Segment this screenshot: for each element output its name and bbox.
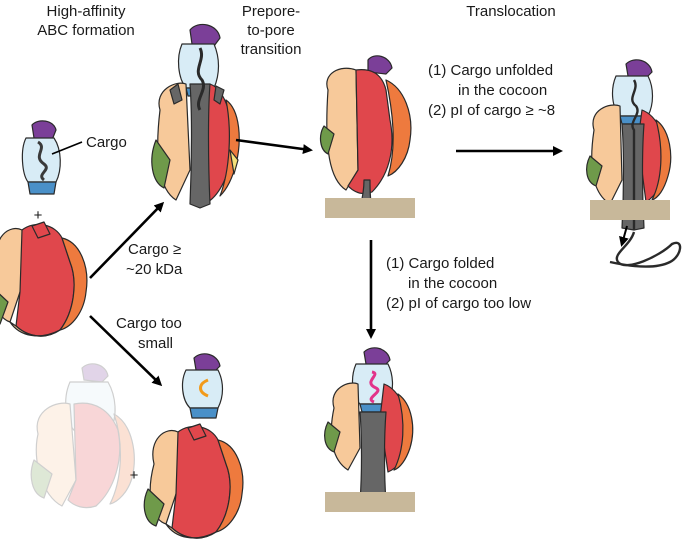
membrane-bottom (325, 492, 415, 512)
arrow-to-pore-state (235, 138, 313, 155)
heading-prepore-line3: transition (241, 41, 302, 58)
cargo-large-line2: ~20 kDa (126, 261, 183, 278)
arrow-to-no-complex (89, 315, 163, 387)
heading-abc-line2: ABC formation (37, 22, 135, 39)
cargo-small-line1: Cargo too (116, 315, 182, 332)
arrow-to-abc-complex (89, 201, 165, 279)
heading-abc-line1: High-affinity (47, 3, 126, 20)
unfolded-cond-line3: (2) pI of cargo ≥ ~8 (428, 102, 555, 119)
unfolded-cargo-chain (609, 231, 682, 268)
folded-cond-line3: (2) pI of cargo too low (386, 295, 531, 312)
tcbtcc-small-cargo (181, 353, 224, 419)
abc-stalled-complex (324, 347, 414, 505)
heading-prepore-line2: to-pore (247, 22, 295, 39)
abc-holotoxin-prepore (151, 23, 240, 209)
folded-cond-line1: (1) Cargo folded (386, 255, 494, 272)
faded-ghost-complex (30, 363, 135, 509)
heading-prepore-line1: Prepore- (242, 3, 300, 20)
cargo-label: Cargo (86, 134, 127, 151)
folded-cond-line2: in the cocoon (408, 275, 497, 292)
cargo-exit-arrow (619, 225, 629, 247)
abc-pore-state-center (319, 55, 412, 209)
cargo-large-line1: Cargo ≥ (128, 241, 181, 258)
membrane-center (325, 198, 415, 218)
tcbtcc-cocoon-with-cargo (21, 120, 61, 195)
unfolded-cond-line2: in the cocoon (458, 82, 547, 99)
heading-translocation: Translocation (466, 3, 556, 20)
plus-sign-top: + (34, 207, 43, 224)
cargo-pointer-line (51, 141, 83, 155)
membrane-right (590, 200, 670, 220)
unfolded-cond-line1: (1) Cargo unfolded (428, 62, 553, 79)
cargo-small-line2: small (138, 335, 173, 352)
plus-sign-bottom: + (130, 467, 139, 484)
tca-pentamer-bottom (143, 423, 244, 539)
tca-pentamer-left (0, 221, 88, 337)
